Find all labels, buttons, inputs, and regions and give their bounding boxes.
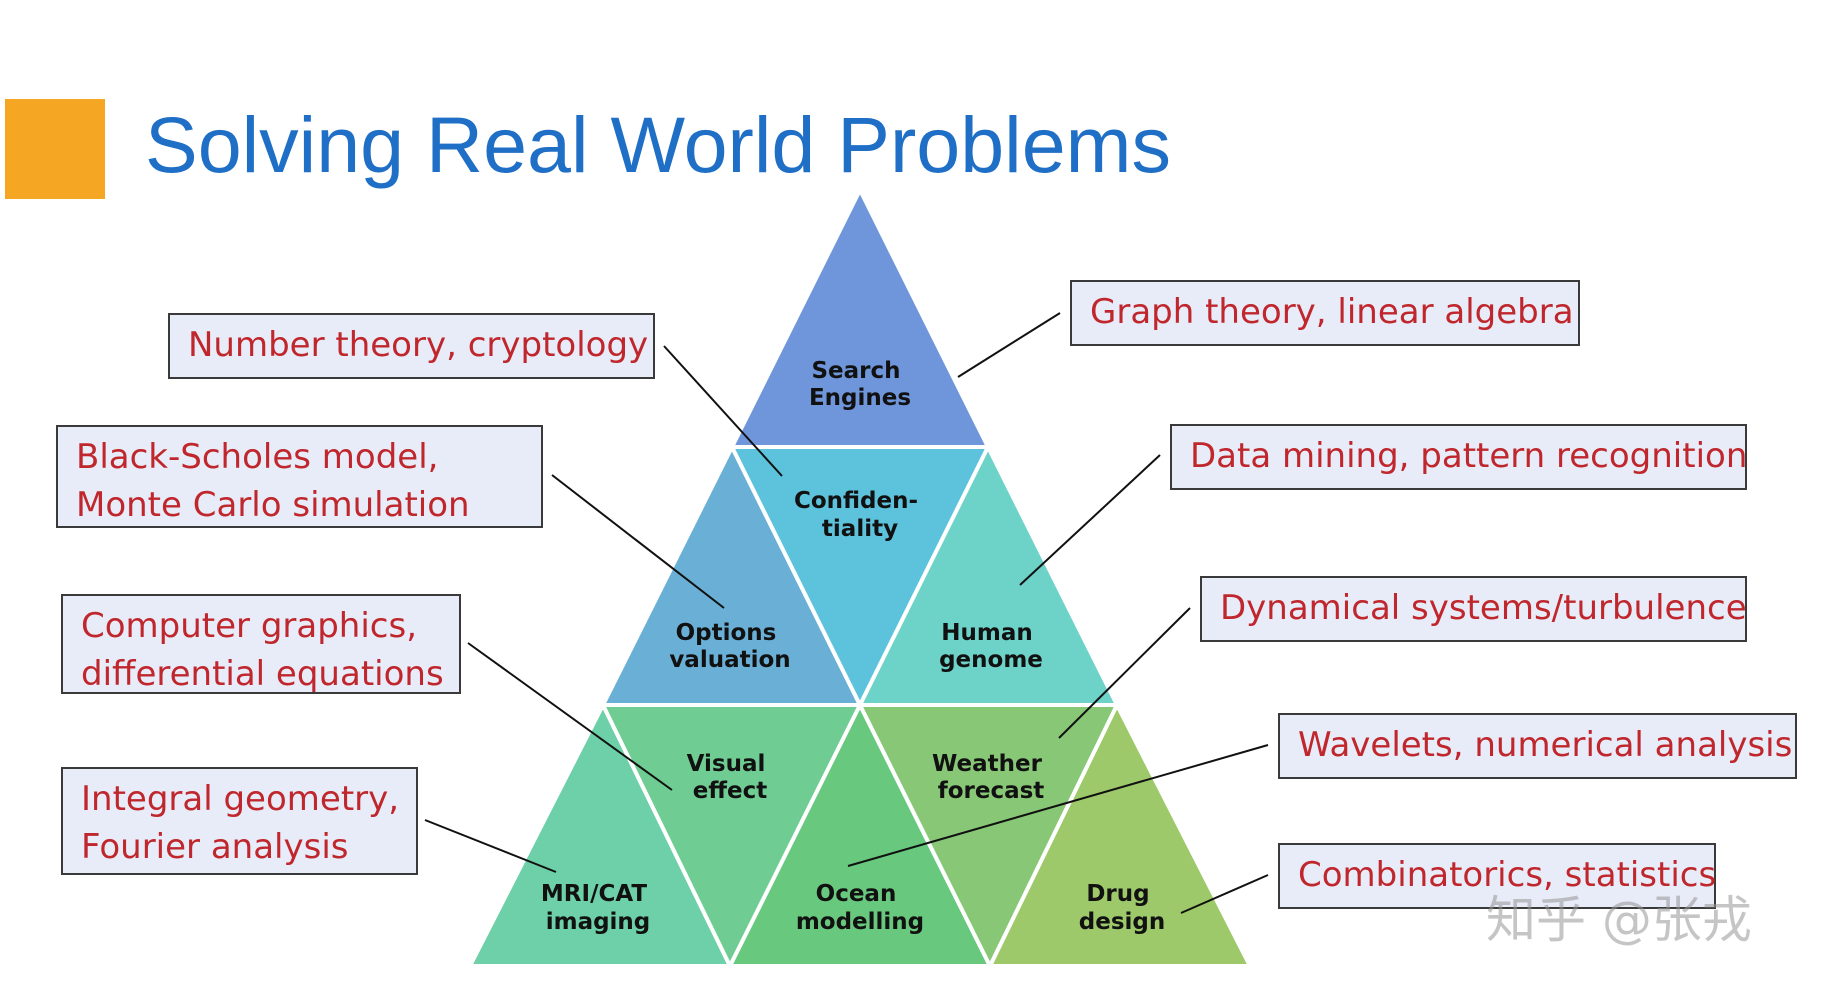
box-computer-graphics: Computer graphics, differential equation…: [61, 594, 461, 694]
label-drug-design: Drug design: [1079, 881, 1165, 935]
box-combinatorics: Combinatorics, statistics: [1278, 843, 1716, 909]
connector-wavelets: [847, 744, 1269, 867]
label-mri-imaging: MRI/CAT imaging: [541, 881, 655, 935]
box-dynamical-systems: Dynamical systems/turbulence: [1200, 576, 1747, 642]
label-human-genome: Human genome: [939, 620, 1043, 673]
label-visual-effect: Visual effect: [687, 751, 774, 804]
box-wavelets: Wavelets, numerical analysis: [1278, 713, 1797, 779]
connector-integral-geometry: [424, 819, 557, 873]
label-ocean-modelling: Ocean modelling: [796, 881, 924, 935]
connector-computer-graphics: [467, 642, 673, 791]
box-data-mining: Data mining, pattern recognition: [1170, 424, 1747, 490]
box-number-theory: Number theory, cryptology: [168, 313, 655, 379]
connector-graph-theory: [957, 312, 1061, 378]
box-graph-theory: Graph theory, linear algebra: [1070, 280, 1580, 346]
label-weather-forecast: Weather forecast: [932, 751, 1050, 804]
box-black-scholes: Black-Scholes model, Monte Carlo simulat…: [56, 425, 543, 528]
connector-data-mining: [1019, 454, 1161, 586]
connector-combinatorics: [1180, 874, 1269, 914]
slide-title: Solving Real World Problems: [145, 100, 1171, 189]
connector-number-theory: [663, 345, 783, 477]
box-integral-geometry: Integral geometry, Fourier analysis: [61, 767, 418, 875]
label-confidentiality: Confiden- tiality: [794, 488, 926, 542]
label-options-valuation: Options valuation: [669, 620, 790, 673]
label-search-engines: Search Engines: [809, 358, 911, 411]
watermark: 知乎 @张戎: [1486, 891, 1752, 949]
connector-dynamical-systems: [1058, 607, 1191, 739]
connector-black-scholes: [551, 474, 725, 609]
accent-square: [5, 99, 105, 199]
triangle-drug-design: [986, 700, 1254, 968]
